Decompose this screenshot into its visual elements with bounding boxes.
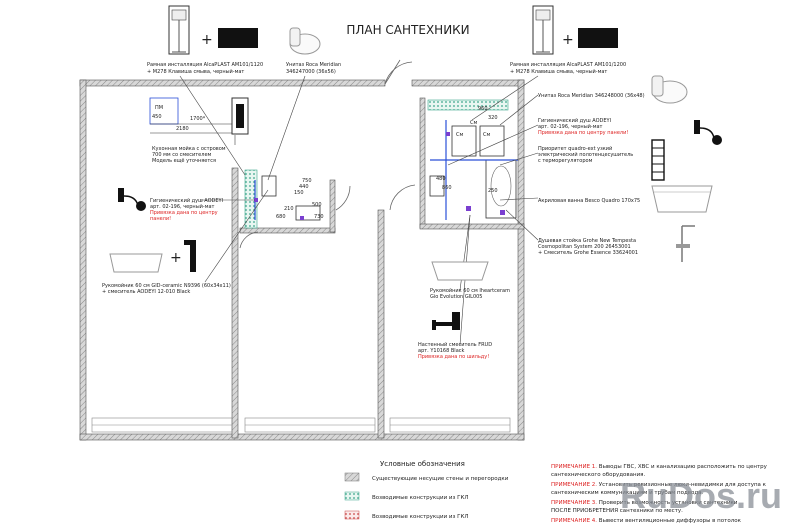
dim-440: 440 [299,184,309,190]
washbasin-left-image: + [109,240,196,273]
wall-mixer-note: Привязка дана по шильду! [418,354,489,360]
washbasin-right-caption-2: Gio Evolution GIL005 [430,294,483,300]
legend-swatch-existing [344,472,360,482]
kitchen-sink-caption-2: 700 мм со смесителем [152,152,212,158]
dim-480: 480 [436,176,446,182]
washbasin-right-caption-1: Рукомойник 60 см Iheartceram [430,287,510,294]
dim-2180: 2180 [176,126,189,132]
dim-210: 210 [284,206,294,212]
kitchen-cabinet: ПМ 450 [149,97,179,125]
notes: ПРИМЕЧАНИЕ 1. Выводы ГВС, ХВС и канализа… [551,464,768,524]
dim-860: 860 [442,185,452,191]
window-strips [91,417,511,433]
plan-title: ПЛАН САНТЕХНИКИ [346,23,469,37]
cabinet-sm-2: Cм [483,132,490,138]
hyg-shower-right-note: Привязка дана по центру панели! [538,130,628,136]
note-2-line-1: ПРИМЕЧАНИЕ 2. Установить ревизионные люк… [551,482,767,488]
towel-dryer-caption-3: с терморегулятором [538,158,593,164]
hyg-shower-left-caption-1: Гигиенический душ AODEYI [150,197,223,204]
towel-dryer-image [651,139,665,181]
legend: Условные обозначения Существующие несущи… [344,460,509,520]
dim-750: 750 [302,178,312,184]
installation-right-caption-1: Рамная инсталляция AlcaPLAST AM101/1200 [510,62,626,68]
right-bath-fixtures [429,120,518,220]
shower-rack-caption-2: Cosmopolitan System 200 26453001 [538,244,631,250]
kitchen-sink-fill [236,104,244,128]
toilet-left-caption-1: Унитаз Roca Meridian [286,62,341,68]
dim-730: 730 [314,214,324,220]
cabinet-sm-3: Cм [470,120,477,126]
washbasin-left-caption-1: Рукомойник 60 см GID-ceramic N9396 (60х3… [102,282,231,289]
kitchen-sink-caption-1: Кухонная мойка с островом [152,145,226,152]
dim-960: 960 [478,106,488,112]
flush-button-left-image [218,28,258,48]
hyg-shower-left-note-2: панели! [150,216,171,222]
note-4-line-1: ПРИМЕЧАНИЕ 4. Вывести вентиляционные диф… [551,518,742,524]
dim-500: 500 [312,202,322,208]
installation-left-caption-1: Рамная инсталляция AlcaPLAST AM101/1120 [147,62,263,68]
legend-swatch-gkl-red [344,510,360,520]
towel-dryer-caption-1: Приоритет quadro-ext узкий [538,145,612,152]
left-bath-fixtures [254,175,321,221]
dim-150: 150 [294,190,304,196]
shower-rack-caption-1: Душевая стойка Grohe New Tempesta [538,237,636,244]
hyg-shower-left-note-1: Привязка дана по центру [150,210,218,216]
bath-image [651,185,713,213]
hyg-shower-right-caption-2: арт. 02-196, черный-мат [538,123,603,130]
wall-mixer-caption-2: арт. Y10168 Black [418,348,465,354]
installation-right-image [532,5,554,55]
legend-item-1: Существующие несущие стены и перегородки [372,476,509,482]
toilet-right-caption: Унитаз Roca Meridian 346248000 (36х48) [538,93,645,99]
gkl-box-right [427,99,509,111]
note-2-line-2: сантехническим коммуникациям и трубам по… [551,490,704,496]
door-swings [239,59,416,249]
note-1-line-1: ПРИМЕЧАНИЕ 1. Выводы ГВС, ХВС и канализа… [551,464,768,470]
watermark-logo: RuDos.ru [620,475,782,516]
wall-mixer-caption-1: Настенный смеситель FRUD [418,341,492,348]
washbasin-right-image [431,261,489,281]
wall-mixer-image [432,312,460,330]
cabinet-pm-label: ПМ [155,105,163,111]
plus-sign: + [201,32,213,48]
installation-left-caption-2: + M278 Клавиша смыва, черный-мат [147,68,244,75]
legend-swatch-gkl-green [344,491,360,501]
svg-text:+: + [170,250,182,266]
flush-button-right-image [578,28,618,48]
dim-1700: 1700* [190,116,206,122]
toilet-left-caption-2: 346247000 (36х56) [286,69,336,75]
legend-item-2: Возводимые конструкции из ГКЛ [372,495,469,501]
hyg-shower-left-caption-2: арт. 02-196, черный-мат [150,203,215,210]
note-1-line-2: сантехнического оборудования. [551,472,645,478]
kitchen-sink-caption-3: Модель ещё уточняется [152,158,216,164]
hyg-shower-right-caption-1: Гигиенический душ AODEYI [538,117,611,124]
note-3-line-1: ПРИМЕЧАНИЕ 3. Проверить возможность уста… [551,500,738,506]
plus-sign: + [562,32,574,48]
note-3-line-2: ПОСЛЕ ПРИОБРЕТЕНИЯ сантехники по месту. [551,508,683,514]
toilet-left-image [289,27,321,55]
dim-680: 680 [276,214,286,220]
washbasin-left-caption-2: + смеситель AODEYI 12-010 Black [102,289,190,295]
towel-dryer-caption-2: электрический полотенцесушитель [538,151,633,158]
legend-title: Условные обозначения [380,460,465,468]
installation-right-caption-2: + M278 Клавиша смыва, черный-мат [510,68,607,75]
bath-caption: Акриловая ванна Besco Quadro 170х75 [538,198,640,204]
shower-rack-caption-3: + Смеситель Grohe Essence 33624001 [538,250,638,256]
cabinet-sm-1: Cм [456,132,463,138]
shower-rack-image [676,225,695,262]
hyg-shower-left-image [118,188,146,211]
dim-450: 450 [152,114,162,120]
hyg-shower-right-image [694,120,722,145]
legend-item-3: Возводимые конструкции из ГКЛ [372,514,469,520]
dim-320: 320 [488,115,498,121]
dim-250: 250 [488,188,498,194]
installation-left-image [168,5,190,55]
toilet-right-image [651,75,688,104]
